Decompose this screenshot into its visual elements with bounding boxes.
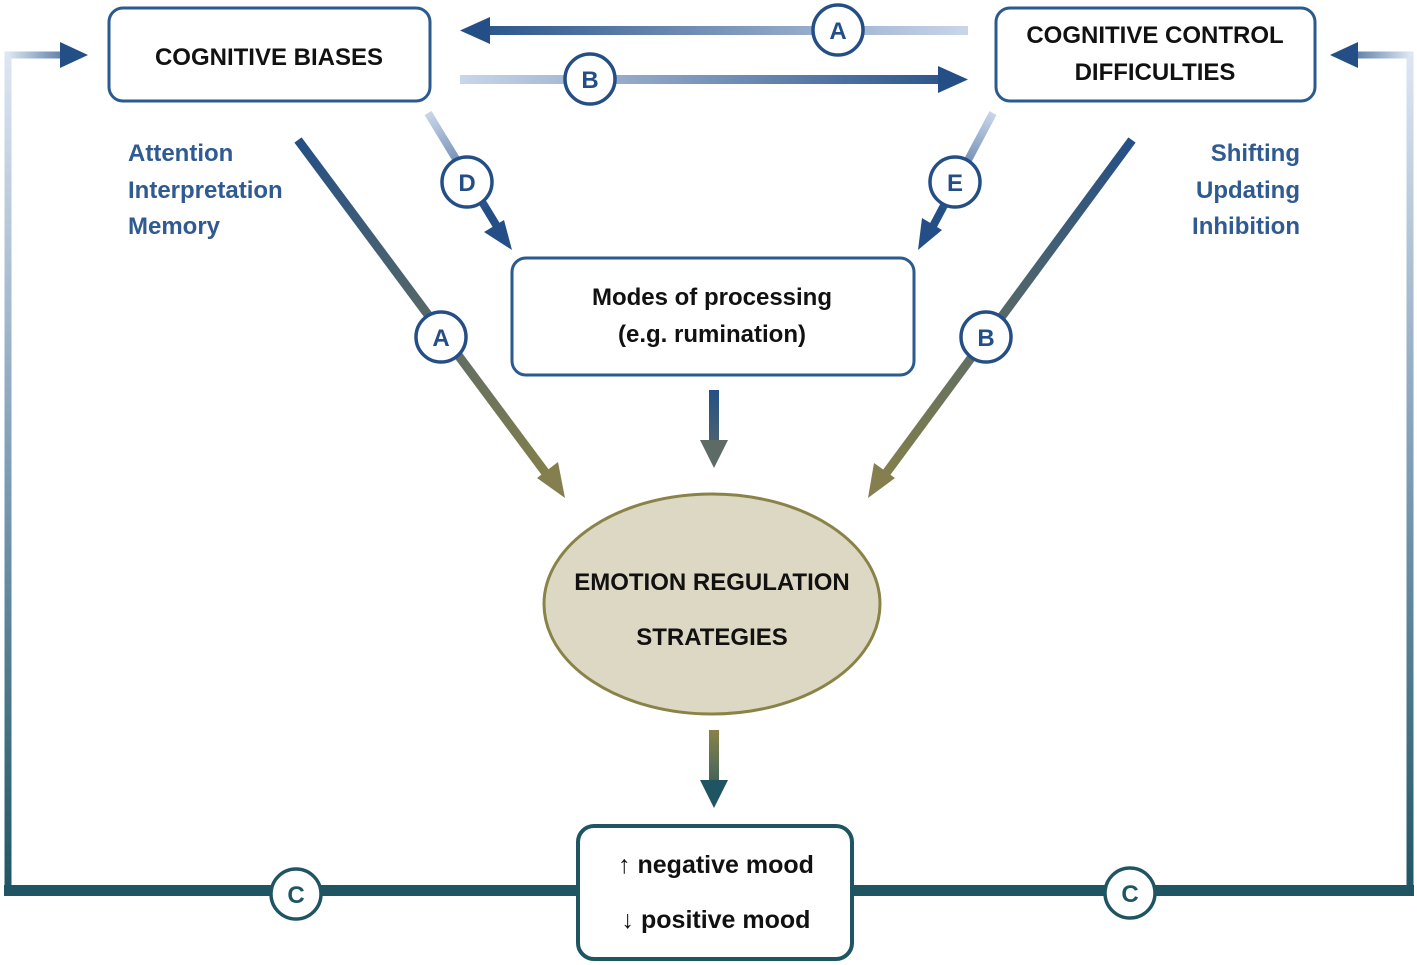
- badge-diag-B-circle: [959, 310, 1013, 364]
- badge-top-B: B: [563, 52, 617, 106]
- node-cognitive-biases-label: COGNITIVE BIASES: [155, 44, 383, 71]
- list-biases-item: Attention: [128, 140, 233, 167]
- node-cognitive-biases: COGNITIVE BIASES: [107, 6, 432, 103]
- list-biases-item: Memory: [128, 213, 221, 240]
- list-control-item: Shifting: [1211, 140, 1300, 167]
- path-er-to-mood-arrowhead: [700, 780, 728, 808]
- badge-D: D: [440, 155, 494, 209]
- node-mood-box: [576, 824, 854, 961]
- badge-diag-A-circle: [414, 310, 468, 364]
- path-diag-A: [294, 137, 565, 498]
- list-control-item: Inhibition: [1192, 213, 1300, 240]
- node-modes-of-processing: Modes of processing (e.g. rumination): [510, 256, 916, 377]
- path-er-to-mood: [700, 730, 728, 808]
- node-cognitive-control: COGNITIVE CONTROL DIFFICULTIES: [994, 6, 1317, 103]
- badge-E-circle: [928, 155, 982, 209]
- path-D-arrowhead: [484, 220, 512, 250]
- path-diag-A-arrowhead: [537, 462, 565, 498]
- node-mood-line1: ↑ negative mood: [618, 851, 814, 879]
- list-biases-item: Interpretation: [128, 177, 283, 204]
- badge-E: E: [928, 155, 982, 209]
- node-emotion-regulation-ellipse: [542, 492, 882, 716]
- badge-C-left-circle: [269, 867, 323, 921]
- path-diag-B-line: [880, 137, 1136, 479]
- badge-C-right: C: [1103, 866, 1157, 920]
- path-top-B-line: [460, 75, 942, 84]
- feedback-path-left: [4, 42, 580, 896]
- node-modes-box: [510, 256, 916, 377]
- path-top-B-arrowhead: [938, 66, 968, 93]
- badge-top-A: A: [811, 3, 865, 57]
- badge-top-A-circle: [811, 3, 865, 57]
- badge-diag-B-label: B: [977, 325, 994, 352]
- badge-top-B-label: B: [581, 67, 598, 94]
- path-diag-B-arrowhead: [868, 463, 895, 498]
- badge-C-right-circle: [1103, 866, 1157, 920]
- node-emotion-regulation: EMOTION REGULATION STRATEGIES: [542, 492, 882, 716]
- list-biases: Attention Interpretation Memory: [128, 140, 283, 240]
- path-diag-A-line: [294, 137, 552, 479]
- path-top-A: [460, 17, 968, 44]
- badge-E-label: E: [947, 170, 963, 197]
- badge-diag-A-label: A: [432, 325, 449, 352]
- path-top-A-arrowhead: [460, 17, 490, 44]
- badge-D-circle: [440, 155, 494, 209]
- node-modes-line2: (e.g. rumination): [618, 321, 806, 348]
- arrowhead-to-control: [1330, 42, 1358, 68]
- node-mood: ↑ negative mood ↓ positive mood: [576, 824, 854, 961]
- path-modes-to-er: [700, 390, 728, 468]
- node-mood-line2: ↓ positive mood: [622, 906, 811, 934]
- list-control: Shifting Updating Inhibition: [1192, 140, 1300, 240]
- badge-C-left: C: [269, 867, 323, 921]
- badge-diag-A: A: [414, 310, 468, 364]
- arrowhead-to-biases: [60, 42, 88, 68]
- node-modes-line1: Modes of processing: [592, 284, 832, 311]
- path-diag-B: [868, 137, 1136, 498]
- path-modes-to-er-line: [709, 390, 719, 442]
- path-top-B: [460, 66, 968, 93]
- badge-C-right-label: C: [1121, 881, 1138, 908]
- badge-D-label: D: [458, 170, 475, 197]
- feedback-line-left-top: [8, 51, 66, 59]
- node-emotion-regulation-line1: EMOTION REGULATION: [574, 569, 850, 596]
- node-cognitive-biases-box: [107, 6, 432, 103]
- feedback-line-right-top: [1352, 51, 1410, 59]
- badge-top-A-label: A: [829, 18, 846, 45]
- badge-diag-B: B: [959, 310, 1013, 364]
- badge-top-B-circle: [563, 52, 617, 106]
- node-cognitive-control-line2: DIFFICULTIES: [1075, 59, 1236, 86]
- path-E-arrowhead: [918, 218, 942, 250]
- node-emotion-regulation-line2: STRATEGIES: [636, 624, 788, 651]
- badge-C-left-label: C: [287, 882, 304, 909]
- path-er-to-mood-line: [709, 730, 719, 782]
- node-cognitive-control-line1: COGNITIVE CONTROL: [1026, 22, 1283, 49]
- node-cognitive-control-box: [994, 6, 1317, 103]
- path-modes-to-er-arrowhead: [700, 440, 728, 468]
- path-top-A-line: [486, 26, 968, 35]
- list-control-item: Updating: [1196, 177, 1300, 204]
